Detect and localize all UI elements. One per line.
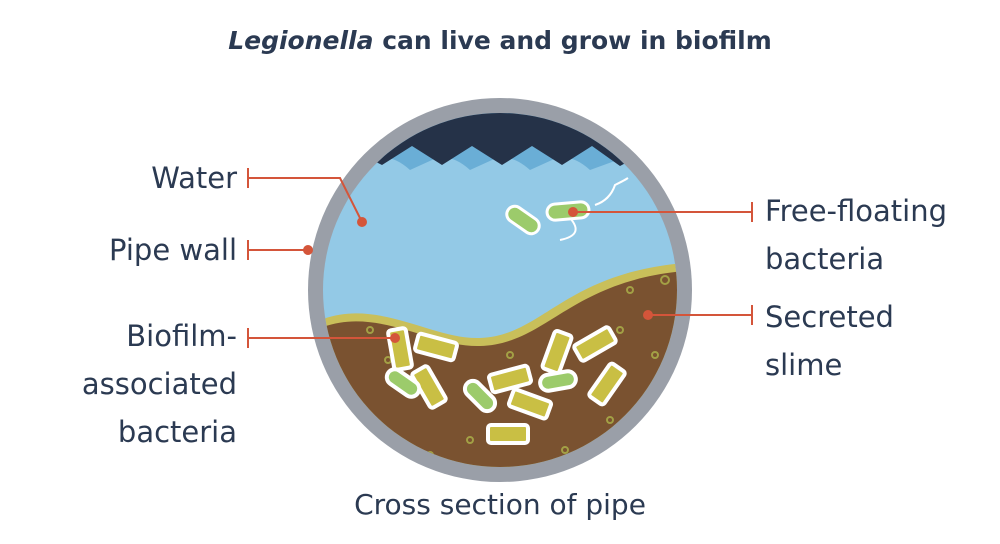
label-line: bacteria bbox=[765, 242, 885, 276]
diagram-title: Legionella can live and grow in biofilm bbox=[0, 26, 1000, 55]
diagram-caption: Cross section of pipe bbox=[354, 488, 646, 521]
label-water: Water bbox=[151, 161, 237, 195]
label-line: slime bbox=[765, 348, 843, 382]
label-line: Biofilm- bbox=[126, 319, 237, 353]
label-pipe-wall: Pipe wall bbox=[109, 233, 237, 267]
title-rest: can live and grow in biofilm bbox=[373, 26, 772, 55]
label-biofilm-associated-bacteria: Biofilm- associated bacteria bbox=[82, 312, 237, 456]
label-line: bacteria bbox=[117, 415, 237, 449]
title-italic: Legionella bbox=[228, 26, 374, 55]
leader-dots bbox=[303, 207, 653, 343]
label-secreted-slime: Secreted slime bbox=[765, 293, 894, 389]
biofilm-bacteria bbox=[384, 325, 627, 445]
label-free-floating-bacteria: Free-floating bacteria bbox=[765, 187, 947, 283]
leader-lines bbox=[247, 168, 753, 348]
free-floating-bacteria bbox=[505, 177, 629, 241]
label-line: associated bbox=[81, 367, 237, 401]
label-line: Secreted bbox=[765, 300, 894, 334]
label-line: Free-floating bbox=[765, 194, 948, 228]
